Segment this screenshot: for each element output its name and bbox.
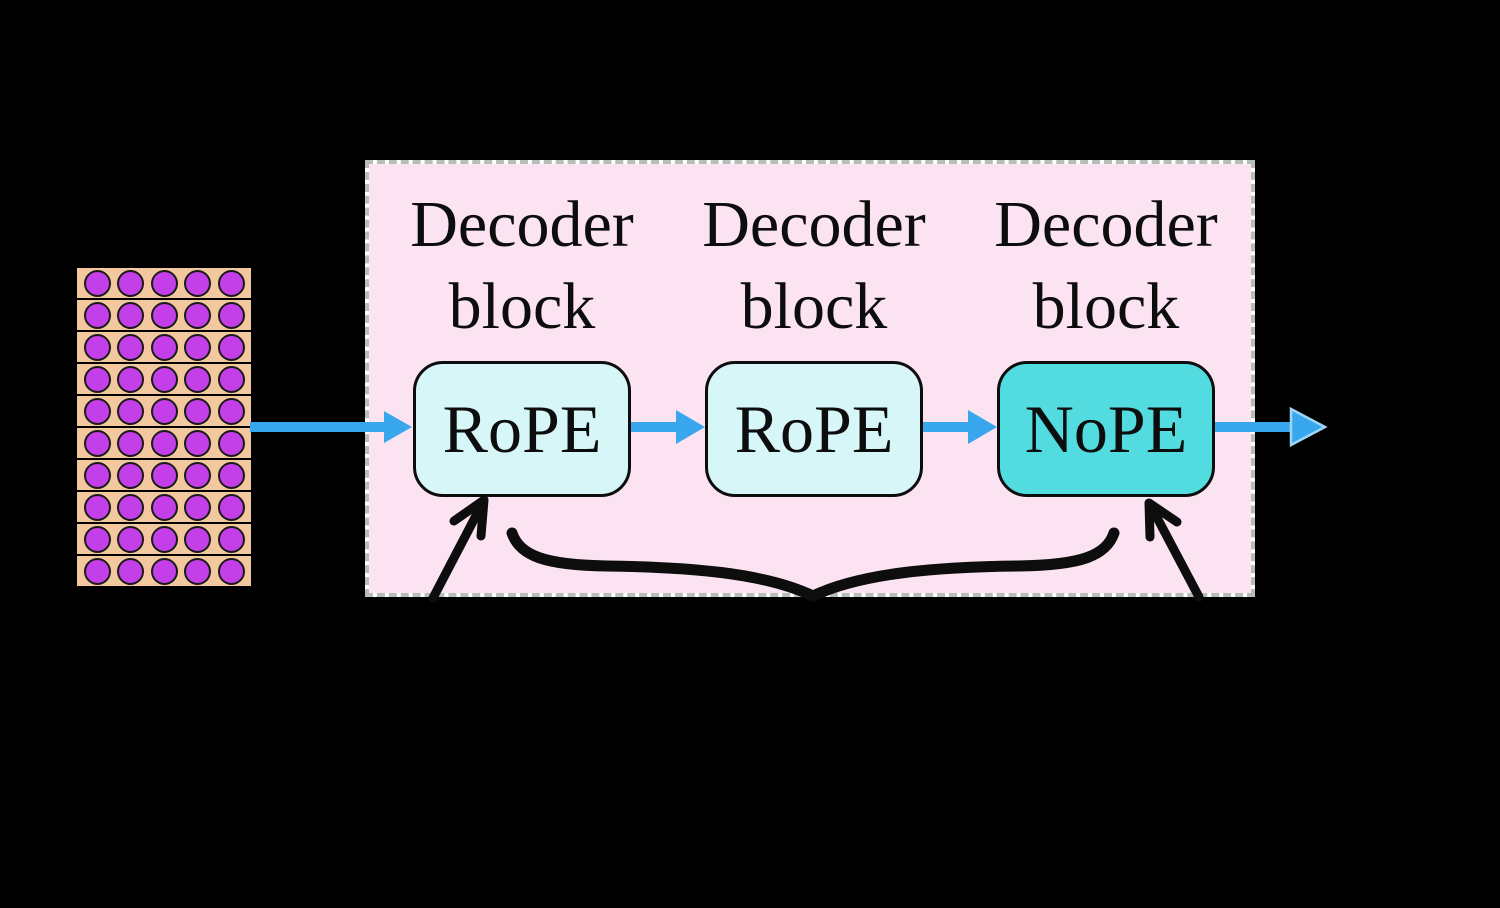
- embedding-dot: [217, 557, 245, 585]
- embedding-dot: [150, 493, 178, 521]
- embedding-dot: [83, 269, 111, 297]
- rope-box-2: RoPE: [705, 361, 923, 497]
- embedding-dot: [83, 461, 111, 489]
- embedding-dot: [83, 301, 111, 329]
- embedding-dot: [83, 493, 111, 521]
- embedding-dot: [117, 493, 144, 521]
- embedding-dot: [150, 365, 178, 393]
- embedding-dot: [83, 429, 111, 457]
- nope-box-label: NoPE: [1024, 390, 1188, 467]
- embedding-dot: [83, 397, 111, 425]
- embedding-row: [75, 266, 253, 300]
- embedding-dot: [117, 525, 144, 553]
- embedding-dot: [184, 493, 211, 521]
- nope-box: NoPE: [997, 361, 1215, 497]
- decoder-block-3-title: Decoder block: [956, 184, 1256, 348]
- decoder-block-3-title-line2: block: [1032, 270, 1180, 343]
- embedding-dot: [184, 333, 211, 361]
- embedding-dot: [184, 429, 211, 457]
- embedding-dot: [217, 301, 245, 329]
- embedding-row: [75, 426, 253, 460]
- embedding-dot: [83, 365, 111, 393]
- embedding-row: [75, 554, 253, 588]
- decoder-block-2-title-line1: Decoder: [702, 188, 926, 261]
- embedding-dot: [117, 269, 144, 297]
- embedding-dot: [117, 333, 144, 361]
- embedding-dot: [184, 557, 211, 585]
- embedding-row: [75, 330, 253, 364]
- decoder-block-2-title: Decoder block: [664, 184, 964, 348]
- embedding-dot: [150, 397, 178, 425]
- embedding-dot: [150, 429, 178, 457]
- embedding-row: [75, 298, 253, 332]
- rope-box-2-label: RoPE: [734, 390, 894, 467]
- embedding-dot: [217, 525, 245, 553]
- embedding-dot: [217, 493, 245, 521]
- embedding-dot: [150, 557, 178, 585]
- embedding-dot: [217, 365, 245, 393]
- embedding-dot: [117, 557, 144, 585]
- embedding-dot: [184, 269, 211, 297]
- embedding-dot: [117, 429, 144, 457]
- embedding-dot: [150, 461, 178, 489]
- embedding-dot: [83, 525, 111, 553]
- embedding-dot: [83, 333, 111, 361]
- embedding-row: [75, 490, 253, 524]
- embedding-dot: [217, 269, 245, 297]
- embedding-dot: [184, 365, 211, 393]
- embedding-dot: [217, 461, 245, 489]
- embedding-row: [75, 458, 253, 492]
- embedding-row: [75, 522, 253, 556]
- embedding-dot: [184, 301, 211, 329]
- rope-box-1-label: RoPE: [442, 390, 602, 467]
- decoder-block-2-title-line2: block: [740, 270, 888, 343]
- embedding-row: [75, 394, 253, 428]
- token-embeddings-matrix: [75, 266, 253, 590]
- decoder-block-1-title-line1: Decoder: [410, 188, 634, 261]
- embedding-dot: [150, 269, 178, 297]
- decoder-block-1-title: Decoder block: [372, 184, 672, 348]
- decoder-block-1-title-line2: block: [448, 270, 596, 343]
- embedding-dot: [217, 397, 245, 425]
- embedding-dot: [184, 397, 211, 425]
- embedding-row: [75, 362, 253, 396]
- embedding-dot: [117, 397, 144, 425]
- embedding-dot: [150, 525, 178, 553]
- embedding-dot: [184, 525, 211, 553]
- embedding-dot: [150, 333, 178, 361]
- embedding-dot: [117, 365, 144, 393]
- embedding-dot: [184, 461, 211, 489]
- decoder-block-3-title-line1: Decoder: [994, 188, 1218, 261]
- embedding-dot: [117, 301, 144, 329]
- embedding-dot: [117, 461, 144, 489]
- rope-box-1: RoPE: [413, 361, 631, 497]
- embedding-dot: [217, 429, 245, 457]
- embedding-dot: [217, 333, 245, 361]
- embedding-dot: [150, 301, 178, 329]
- embedding-dot: [83, 557, 111, 585]
